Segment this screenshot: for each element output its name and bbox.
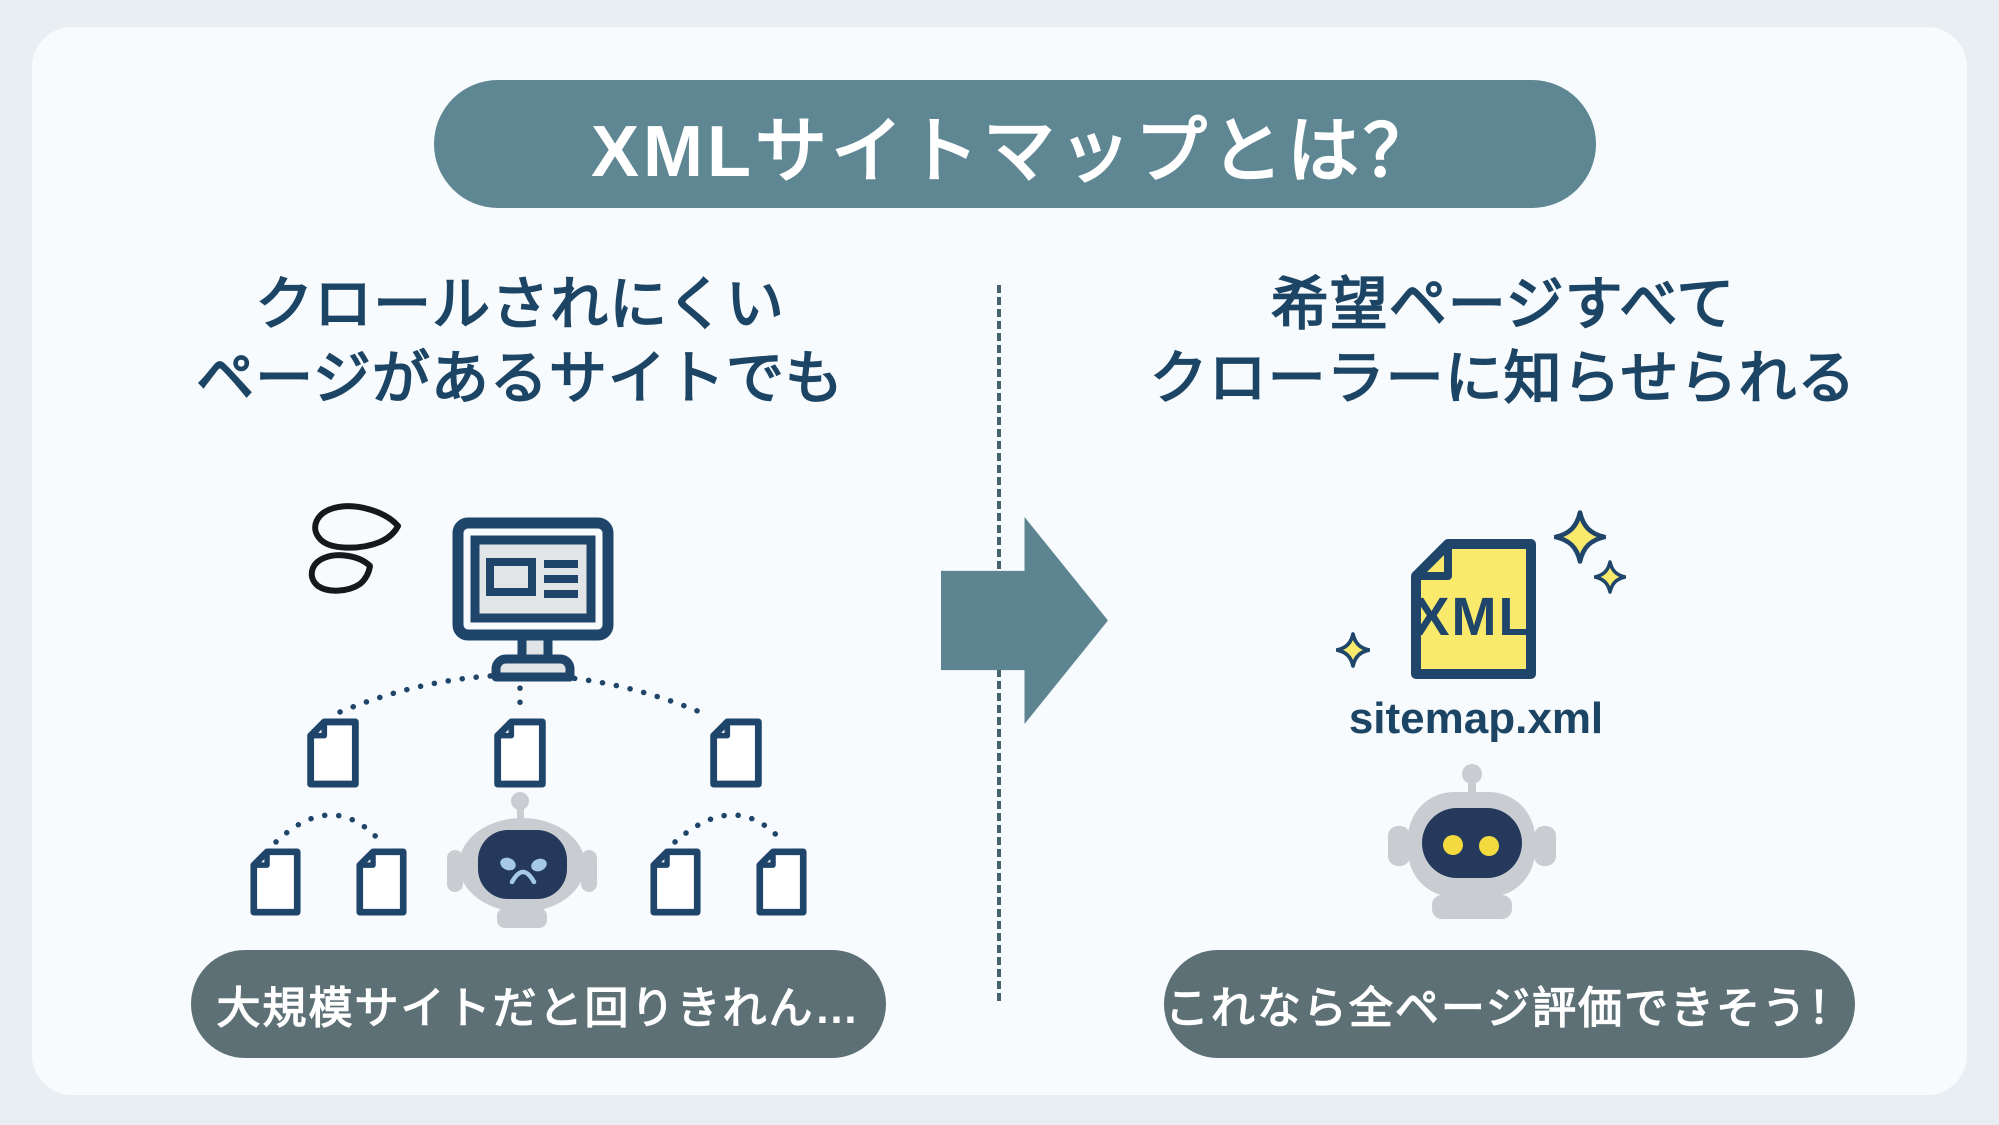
xml-file-shape [1411, 539, 1536, 679]
sweat-drops-icon [308, 503, 401, 594]
xml-file-label: XML [1413, 587, 1534, 647]
left-caption-pill: 大規模サイトだと回りきれん… [191, 950, 886, 1058]
robot-ear [1534, 826, 1556, 866]
right-caption-text: これなら全ページ評価できそう！ [1164, 984, 1855, 1033]
sparkle-icon [1554, 510, 1606, 564]
page-icon [250, 848, 301, 916]
title-pill: XMLサイトマップとは？ [434, 80, 1596, 208]
page-icon [710, 718, 762, 788]
left-heading: クロールされにくい ページがあるサイトでも [135, 268, 905, 416]
right-caption-pill: これなら全ページ評価できそう！ [1164, 950, 1855, 1058]
right-heading: 希望ページすべて クローラーに知らせられる [1120, 268, 1886, 416]
robot-ear [581, 850, 597, 892]
page-icon [756, 848, 807, 916]
robot-ear [1388, 826, 1410, 866]
page-icon [307, 718, 359, 788]
robot-antenna-ball [1462, 764, 1482, 784]
page-title: XMLサイトマップとは？ [591, 111, 1439, 192]
page-icon [650, 848, 701, 916]
sparkle-icon [1594, 560, 1626, 594]
right-heading-line2: クローラーに知らせられる [1149, 346, 1857, 411]
robot-antenna-ball [511, 792, 529, 810]
page-icon [356, 848, 407, 916]
sparkle-icon [1336, 632, 1370, 668]
robot-neck [1432, 895, 1512, 919]
left-caption-text: 大規模サイトだと回りきれん… [216, 984, 861, 1033]
right-heading-line1: 希望ページすべて [1270, 272, 1736, 337]
left-heading-line1: クロールされにくい [255, 272, 785, 337]
xml-file-icon: XML [1410, 538, 1537, 680]
robot-eye [1479, 836, 1499, 856]
robot-eye [1443, 835, 1463, 855]
happy-robot-icon [1388, 760, 1558, 930]
sad-robot-icon [447, 762, 607, 932]
robot-frown-mouth [509, 869, 537, 884]
robot-antenna [1468, 778, 1476, 796]
page-icon [494, 718, 546, 788]
robot-face [478, 830, 567, 899]
robot-antenna [517, 804, 524, 822]
robot-neck [497, 908, 547, 928]
monitor-icon [452, 517, 614, 682]
robot-face [1422, 808, 1522, 878]
sitemap-filename: sitemap.xml [1348, 694, 1604, 743]
left-heading-line2: ページがあるサイトでも [196, 346, 844, 411]
